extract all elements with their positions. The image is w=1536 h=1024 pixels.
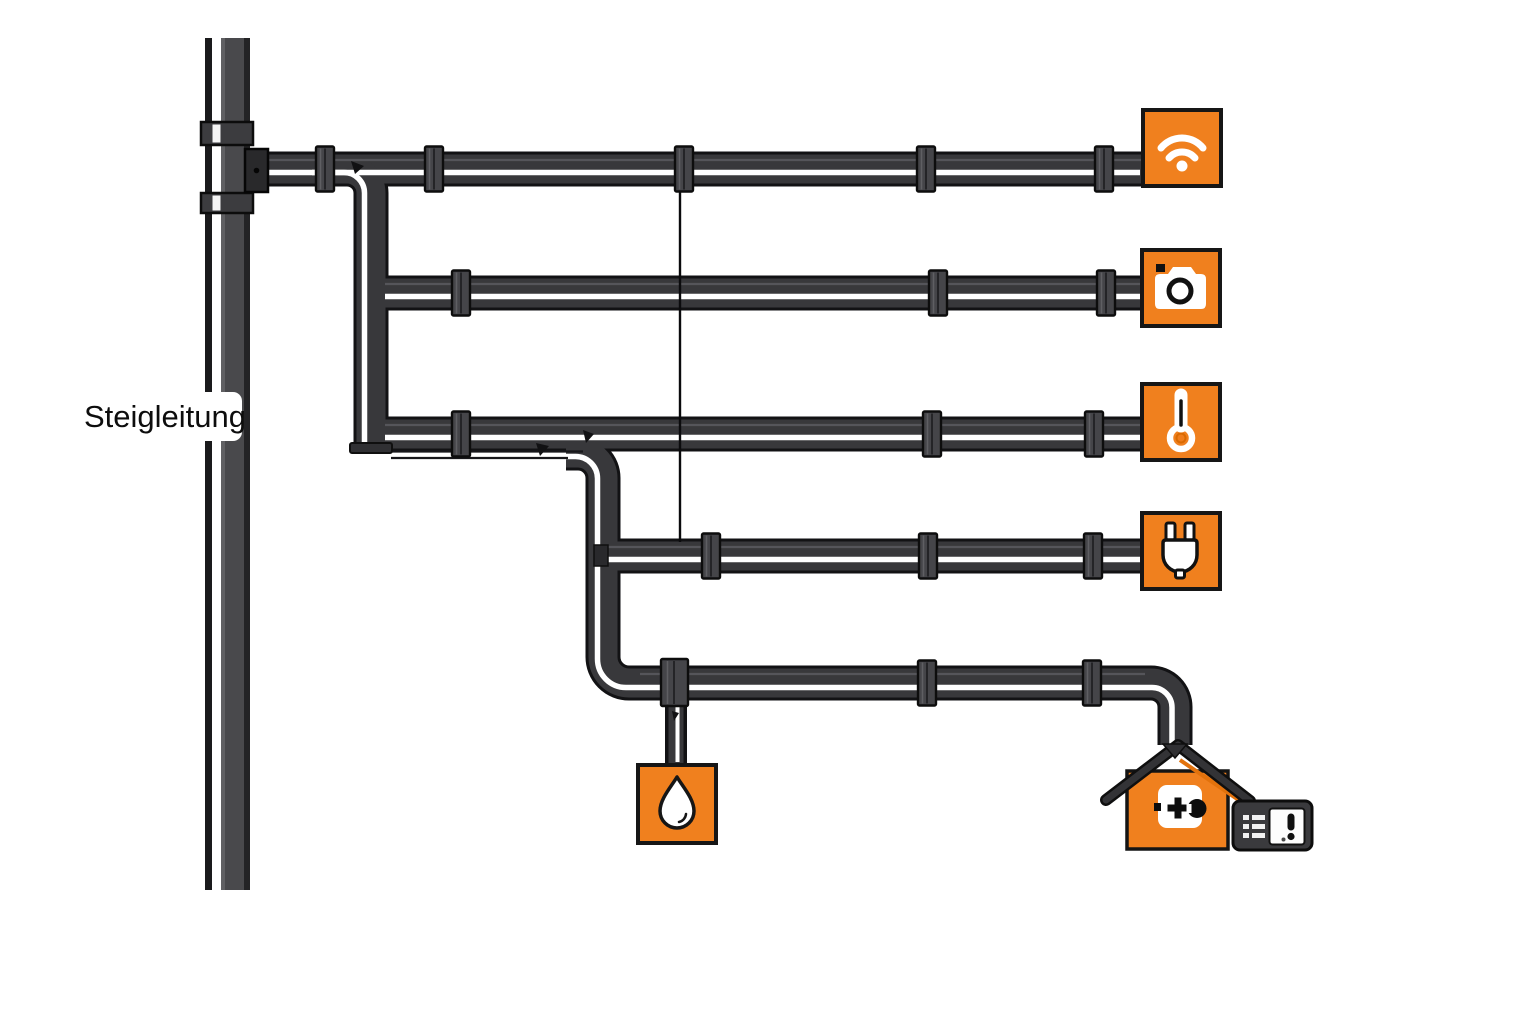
camera-node [1140, 248, 1222, 328]
pipe-coupler [1095, 269, 1117, 317]
control-device [1231, 799, 1314, 852]
keypad-icon [1243, 815, 1265, 838]
plug-icon [1161, 521, 1199, 580]
smart-home-node [1100, 739, 1256, 851]
pipe-coupler [1083, 410, 1105, 458]
pipe-highlights [252, 158, 1145, 676]
pipe-outlines [250, 151, 1193, 745]
pipe-coupler [423, 145, 445, 193]
pipe-tip [1161, 743, 1189, 760]
wifi-node [1141, 108, 1223, 188]
pipe-stub [593, 544, 609, 567]
pipe-coupler [700, 532, 722, 580]
pipe-coupler [450, 410, 472, 458]
plug-node [1140, 511, 1222, 591]
pipe-couplers [314, 145, 1117, 708]
pipe-coupler [916, 659, 938, 707]
pipe-coupler [1093, 145, 1115, 193]
pipe-coupler [1082, 532, 1104, 580]
thermometer-node [1140, 382, 1222, 462]
riser-label: Steigleitung [72, 392, 246, 441]
pipe-flange [349, 442, 393, 454]
smart-socket-icon [1154, 785, 1207, 828]
pipe-coupler [915, 145, 937, 193]
wifi-icon [1157, 134, 1207, 172]
water-drop-icon [658, 775, 696, 830]
pipe-coupler [673, 145, 695, 193]
pipe-stripes [252, 169, 1175, 744]
pipe-coupler [1081, 659, 1103, 707]
elbow-marks [351, 161, 679, 721]
camera-icon [1155, 264, 1206, 309]
pipe-coupler [314, 145, 336, 193]
riser-coupler [199, 120, 255, 215]
pipe-coupler [917, 532, 939, 580]
pipe-tee-coupler [659, 657, 690, 708]
thin-parallel-lines [391, 450, 583, 460]
junction-box [243, 147, 270, 194]
pipe-coupler [450, 269, 472, 317]
alert-display-icon [1268, 807, 1306, 846]
pipe-coupler [921, 410, 943, 458]
thermometer-icon [1166, 388, 1196, 453]
pipe-cores [250, 154, 1190, 745]
riser-label-text: Steigleitung [84, 398, 247, 434]
water-node [636, 763, 718, 845]
pipe-coupler [927, 269, 949, 317]
